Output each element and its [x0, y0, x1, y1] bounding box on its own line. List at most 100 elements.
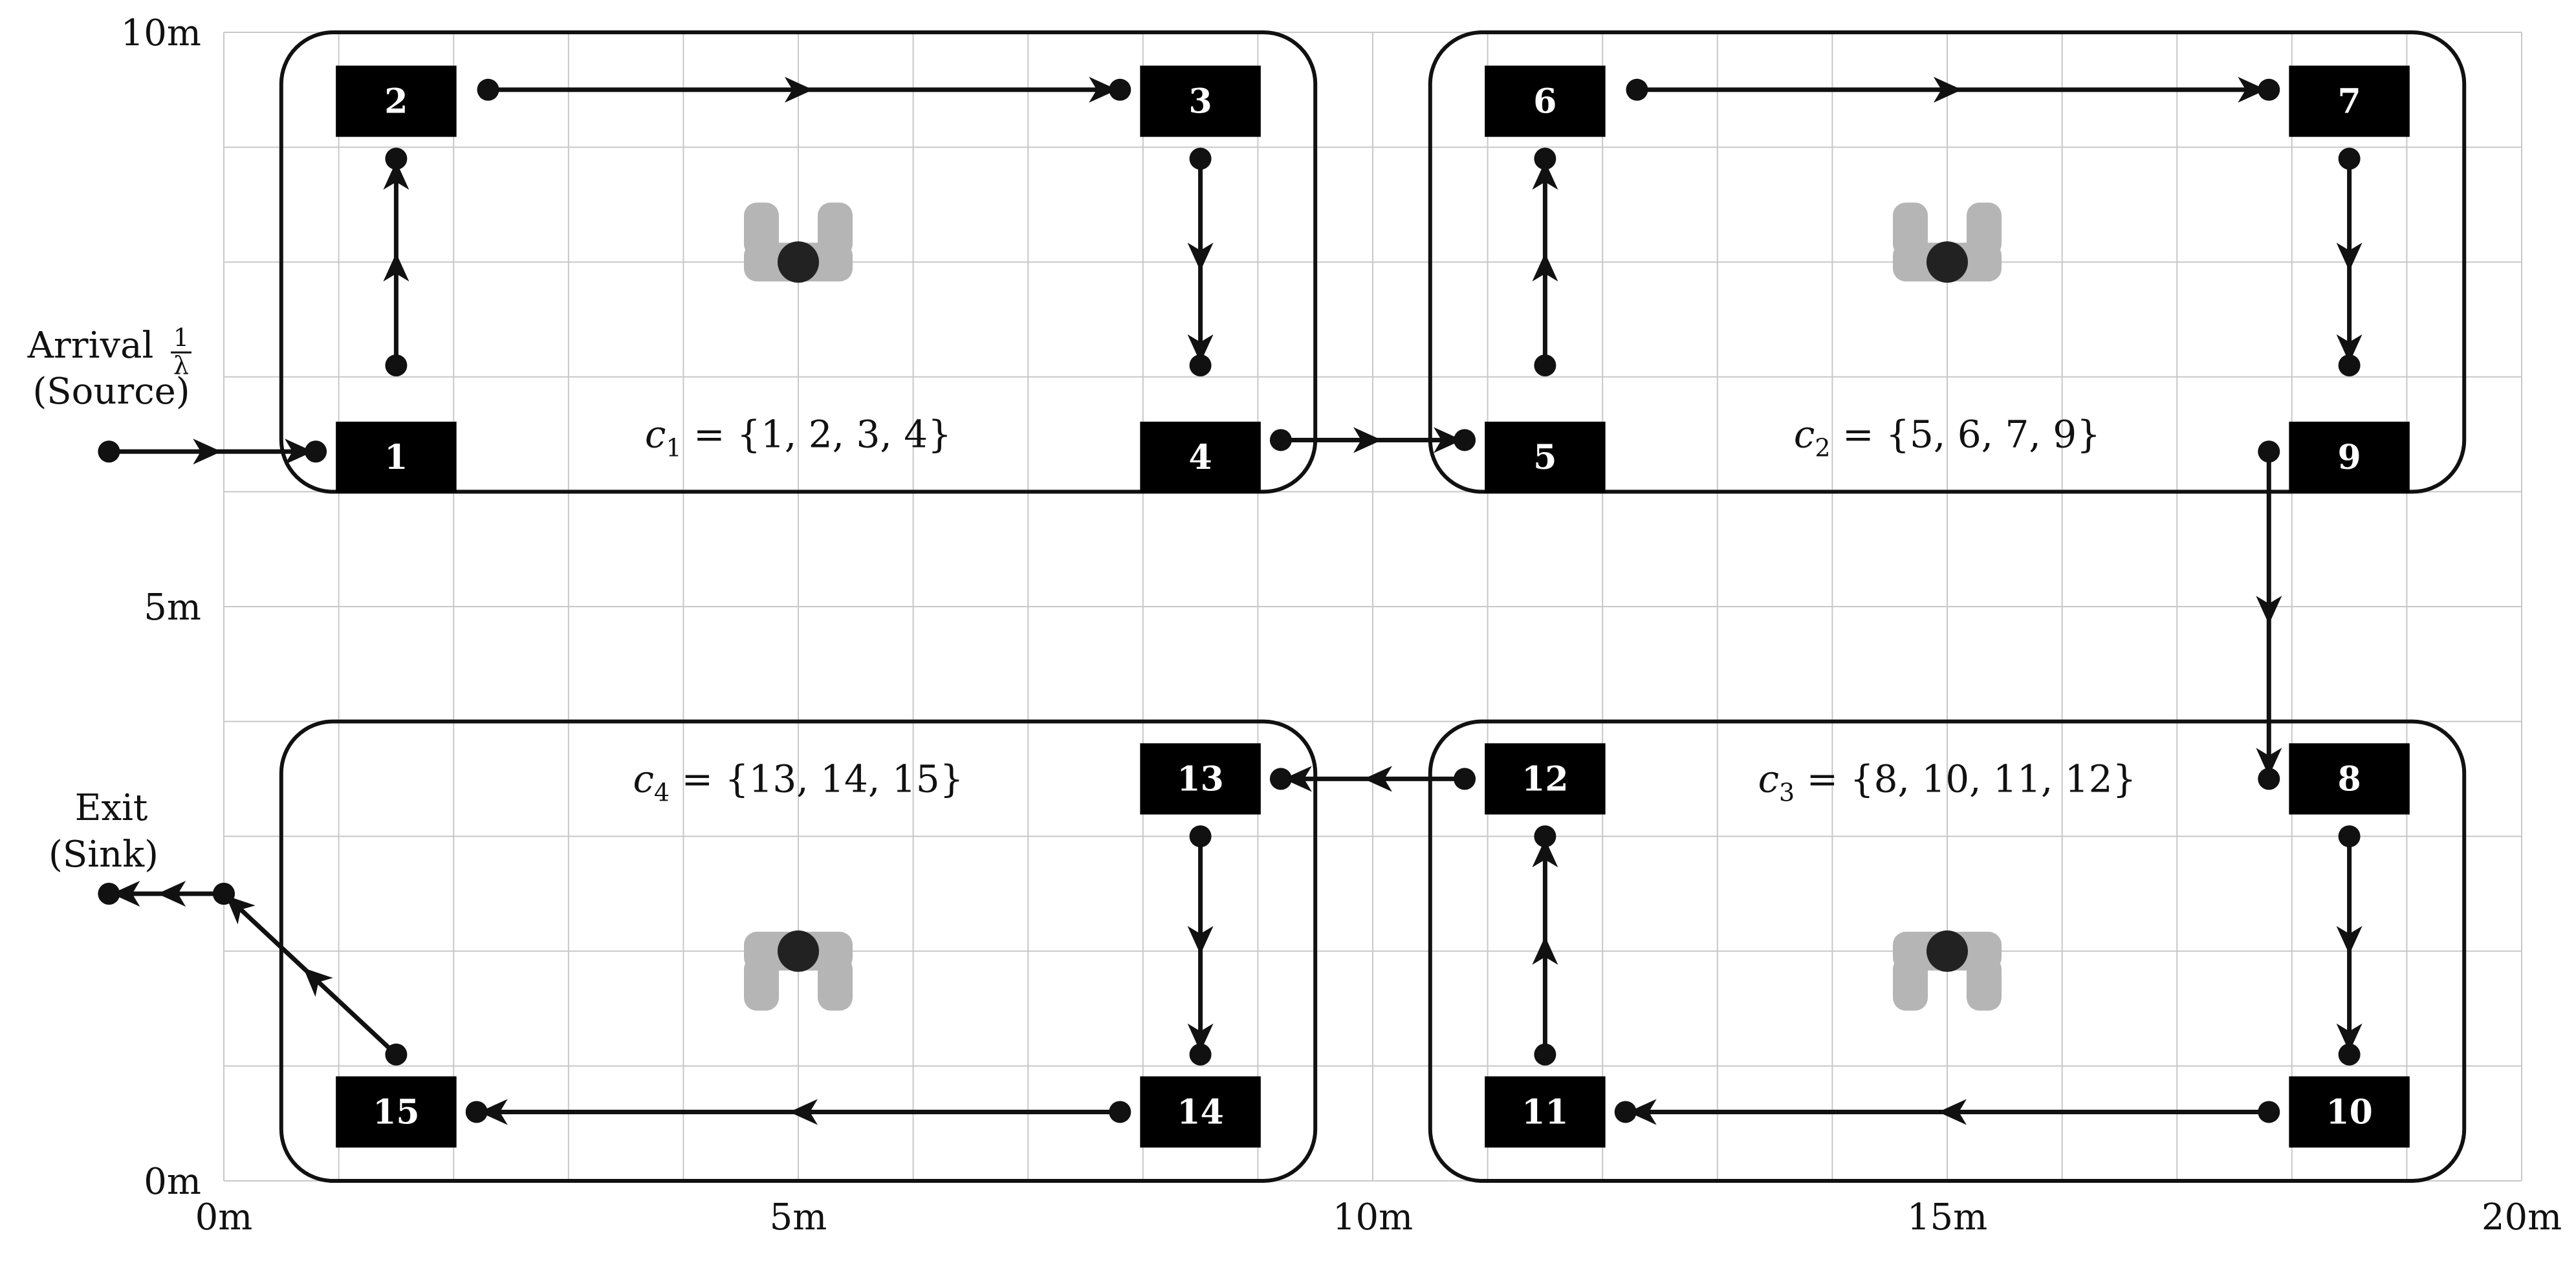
flow-arrowhead: [1187, 925, 1214, 955]
flow-end-dot: [1534, 147, 1556, 170]
station-box: [1485, 422, 1606, 493]
station-box: [1140, 65, 1261, 137]
svg-text:1: 1: [173, 323, 189, 352]
station-label: 15: [373, 1092, 419, 1132]
flow-start-dot: [1189, 825, 1212, 848]
robot-icon: [744, 930, 853, 1011]
flow-arrowhead: [2336, 925, 2363, 955]
flow-arrowhead: [1532, 253, 1558, 282]
flow-arrowhead: [1532, 161, 1558, 190]
cluster-label-c2: c2 = {5, 6, 7, 9}: [1794, 413, 2101, 462]
flow-start-dot: [213, 883, 235, 905]
flow-end-dot: [1269, 768, 1292, 790]
flow-arrowhead: [1532, 839, 1558, 868]
station-box: [1140, 1076, 1261, 1148]
cluster-box-c1: [279, 30, 1318, 494]
flow-arrowhead: [1187, 243, 1214, 272]
station-4: 4: [1140, 422, 1261, 493]
flow-start-dot: [2258, 1101, 2280, 1123]
flow-arrowhead: [789, 1099, 818, 1125]
flow-arrowhead: [1283, 766, 1312, 792]
robot-icon: [744, 202, 853, 283]
flow-start-dot: [1109, 1101, 1131, 1123]
flow-end-dot: [98, 883, 120, 905]
flow-arrowhead: [1532, 936, 1558, 965]
robots: [744, 202, 2002, 1011]
flow-arrowhead: [383, 161, 409, 190]
y-tick-label: 0m: [144, 1161, 201, 1203]
station-label: 9: [2338, 438, 2361, 477]
grid: [223, 32, 2522, 1182]
flow-start-dot: [385, 1043, 408, 1066]
cluster-label-c4: c4 = {13, 14, 15}: [633, 757, 963, 806]
station-box: [336, 65, 457, 137]
x-tick-label: 20m: [2482, 1196, 2562, 1238]
station-label: 3: [1189, 82, 1212, 122]
flow-start-dot: [2338, 825, 2361, 848]
flow-start-dot: [477, 78, 499, 101]
flow-end-dot: [1454, 429, 1476, 451]
flow-arrowhead: [1187, 1023, 1214, 1052]
flow-arrowhead: [1089, 76, 1118, 103]
station-label: 13: [1177, 759, 1223, 799]
station-box: [2289, 1076, 2410, 1148]
flow-source-to-1: [98, 438, 327, 465]
robot-arm-right: [818, 956, 853, 1011]
flow-9-to-8: [2256, 440, 2282, 790]
flow-end-dot: [1614, 1101, 1637, 1123]
station-label: 5: [1533, 438, 1556, 477]
flow-arrowhead: [1938, 1099, 1967, 1125]
svg-text:(Sink): (Sink): [49, 834, 158, 876]
flow-start-dot: [2338, 147, 2361, 170]
flow-13-to-14: [1187, 825, 1214, 1066]
flow-arrowhead: [2256, 596, 2282, 625]
clusters: c1 = {1, 2, 3, 4}c2 = {5, 6, 7, 9}c3 = {…: [279, 30, 2467, 1183]
flow-start-dot: [1454, 768, 1476, 790]
flow-arrowhead: [2256, 748, 2282, 777]
station-box: [336, 1076, 457, 1148]
flow-end-dot: [305, 440, 327, 463]
robot-hub: [1927, 241, 1968, 283]
x-tick-label: 10m: [1333, 1196, 1413, 1238]
cluster-box-c2: [1428, 30, 2467, 494]
station-box: [2289, 65, 2410, 137]
flow-arrowhead: [2336, 334, 2363, 363]
station-label: 10: [2326, 1092, 2372, 1132]
flow-arrowhead: [479, 1099, 508, 1125]
source-line2: (Source): [32, 371, 190, 413]
flow-arrowhead: [1187, 334, 1214, 363]
station-label: 14: [1177, 1092, 1223, 1132]
robot-arm-right: [1967, 956, 2002, 1011]
cluster-box-c4: [279, 719, 1318, 1183]
y-tick-label: 5m: [144, 587, 201, 629]
svg-text:(Source): (Source): [32, 371, 190, 413]
flow-end-dot: [385, 147, 408, 170]
x-tick-label: 5m: [770, 1196, 827, 1238]
source-frac-num: 1: [173, 323, 189, 352]
flow-3-to-4: [1187, 147, 1214, 377]
cluster-label-c1: c1 = {1, 2, 3, 4}: [645, 413, 952, 462]
flow-arrowhead: [383, 253, 409, 282]
source-line1: Arrival: [27, 325, 154, 367]
station-label: 6: [1533, 82, 1556, 122]
flow-arrowhead: [285, 438, 314, 465]
source-label: Arrival 1 λ (Source): [27, 323, 191, 413]
robot-icon: [1893, 930, 2002, 1011]
robot-hub: [778, 241, 819, 283]
station-13: 13: [1140, 743, 1261, 815]
flow-arrowhead: [784, 76, 813, 103]
station-label: 4: [1189, 438, 1212, 477]
flow-arrowhead: [1364, 766, 1392, 792]
flow-11-to-12: [1532, 825, 1558, 1066]
flow-12-to-13: [1269, 766, 1476, 792]
flow-end-dot: [2258, 768, 2280, 790]
flow-start-dot: [385, 354, 408, 377]
flow-arrowhead: [1628, 1099, 1657, 1125]
station-box: [1485, 1076, 1606, 1148]
source-frac-den: λ: [173, 351, 189, 380]
station-2: 2: [336, 65, 457, 137]
station-box: [336, 422, 457, 493]
